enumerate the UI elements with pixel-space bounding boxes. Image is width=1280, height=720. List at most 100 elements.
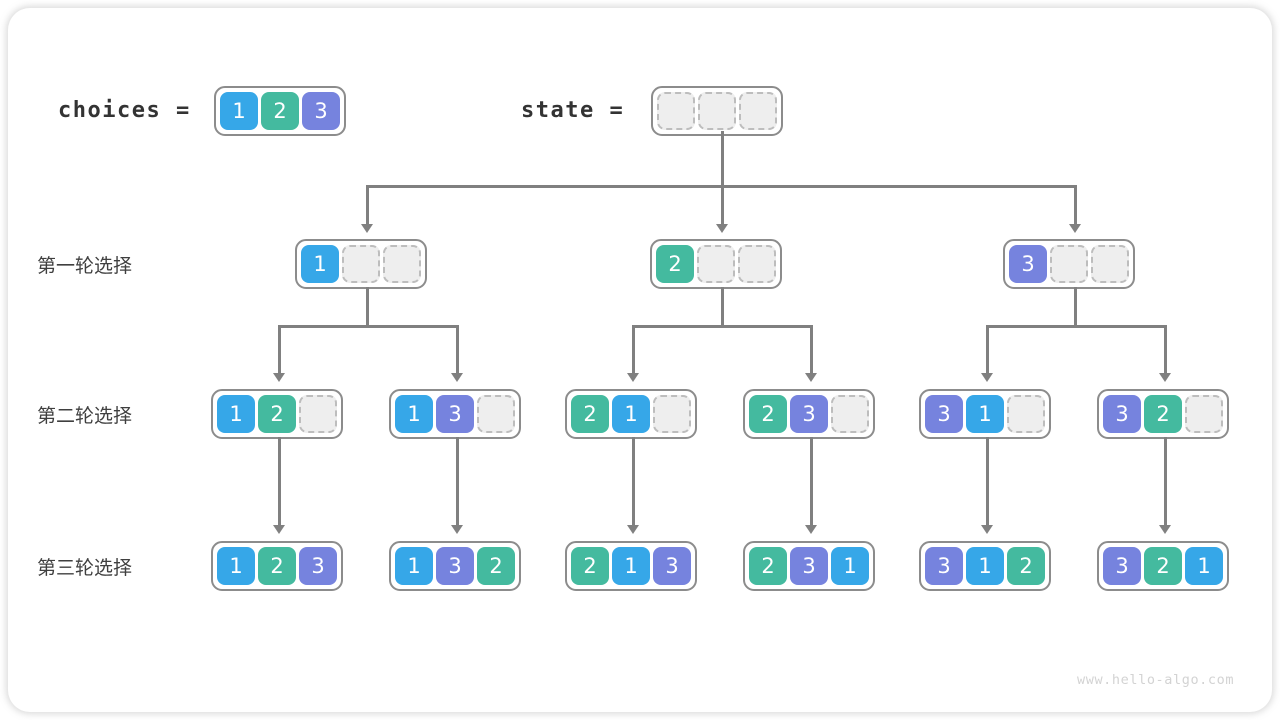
arrow-root-drop-2	[716, 224, 728, 233]
array-cell-filled: 1	[217, 547, 255, 585]
choices-label: choices =	[58, 98, 191, 123]
array-cell-filled: 1	[1185, 547, 1223, 585]
edge-r2-drop-5	[1164, 437, 1167, 527]
edge-r1b-bus	[632, 325, 813, 328]
edge-r1c-drop-2	[1164, 325, 1167, 375]
array-cell-filled: 2	[1144, 395, 1182, 433]
round1-array-0: 1	[295, 239, 427, 289]
edge-r1b-trunk	[721, 287, 724, 327]
array-cell-filled: 1	[395, 395, 433, 433]
array-cell-filled: 2	[656, 245, 694, 283]
arrow-r2-drop-3	[805, 525, 817, 534]
array-cell-filled: 3	[299, 547, 337, 585]
array-cell-empty	[342, 245, 380, 283]
array-cell-filled: 2	[571, 547, 609, 585]
arrow-root-drop-3	[1069, 224, 1081, 233]
stage-label-round3: 第三轮选择	[37, 557, 133, 579]
edge-root-drop-1	[366, 185, 369, 226]
array-cell-empty	[657, 92, 695, 130]
array-cell-filled: 3	[925, 395, 963, 433]
arrow-r2-drop-2	[627, 525, 639, 534]
array-cell-filled: 1	[966, 395, 1004, 433]
array-cell-filled: 3	[1009, 245, 1047, 283]
array-cell-filled: 1	[217, 395, 255, 433]
arrow-r2-drop-4	[981, 525, 993, 534]
array-cell-filled: 1	[301, 245, 339, 283]
array-cell-filled: 2	[258, 395, 296, 433]
array-cell-empty	[383, 245, 421, 283]
edge-r2-drop-2	[632, 437, 635, 527]
arrow-r1a-drop-1	[273, 373, 285, 382]
array-cell-filled: 3	[790, 547, 828, 585]
edge-root-trunk	[721, 131, 724, 187]
array-cell-empty	[653, 395, 691, 433]
edge-r2-drop-0	[278, 437, 281, 527]
array-cell-filled: 2	[261, 92, 299, 130]
edge-r1c-drop-1	[986, 325, 989, 375]
array-cell-empty	[1050, 245, 1088, 283]
edge-r1a-drop-1	[278, 325, 281, 375]
array-cell-filled: 3	[1103, 395, 1141, 433]
edge-r2-drop-4	[986, 437, 989, 527]
array-cell-filled: 1	[220, 92, 258, 130]
edge-r1b-drop-1	[632, 325, 635, 375]
stage-label-round1: 第一轮选择	[37, 255, 133, 277]
state-array	[651, 86, 783, 136]
edge-r1b-drop-2	[810, 325, 813, 375]
arrow-r2-drop-1	[451, 525, 463, 534]
arrow-r1a-drop-2	[451, 373, 463, 382]
array-cell-empty	[739, 92, 777, 130]
arrow-r2-drop-5	[1159, 525, 1171, 534]
array-cell-empty	[1007, 395, 1045, 433]
edge-r2-drop-3	[810, 437, 813, 527]
array-cell-empty	[477, 395, 515, 433]
card-frame	[8, 8, 1272, 712]
edge-r1c-trunk	[1074, 287, 1077, 327]
edge-root-drop-3	[1074, 185, 1077, 226]
array-cell-filled: 2	[1144, 547, 1182, 585]
array-cell-filled: 3	[790, 395, 828, 433]
array-cell-filled: 2	[1007, 547, 1045, 585]
array-cell-empty	[831, 395, 869, 433]
arrow-r1c-drop-1	[981, 373, 993, 382]
arrow-r2-drop-0	[273, 525, 285, 534]
edge-r1c-bus	[986, 325, 1167, 328]
array-cell-filled: 3	[302, 92, 340, 130]
array-cell-filled: 1	[966, 547, 1004, 585]
array-cell-filled: 2	[258, 547, 296, 585]
array-cell-empty	[299, 395, 337, 433]
array-cell-empty	[1091, 245, 1129, 283]
array-cell-empty	[697, 245, 735, 283]
array-cell-filled: 3	[1103, 547, 1141, 585]
arrow-r1b-drop-1	[627, 373, 639, 382]
edge-r1a-drop-2	[456, 325, 459, 375]
array-cell-filled: 1	[612, 395, 650, 433]
array-cell-filled: 2	[571, 395, 609, 433]
array-cell-empty	[738, 245, 776, 283]
array-cell-empty	[1185, 395, 1223, 433]
array-cell-filled: 1	[395, 547, 433, 585]
edge-r1a-trunk	[366, 287, 369, 327]
arrow-r1b-drop-2	[805, 373, 817, 382]
array-cell-filled: 3	[436, 395, 474, 433]
array-cell-empty	[698, 92, 736, 130]
array-cell-filled: 1	[612, 547, 650, 585]
round1-array-1: 2	[650, 239, 782, 289]
stage-label-round2: 第二轮选择	[37, 405, 133, 427]
array-cell-filled: 3	[436, 547, 474, 585]
arrow-r1c-drop-2	[1159, 373, 1171, 382]
watermark: www.hello-algo.com	[1077, 672, 1235, 688]
array-cell-filled: 1	[831, 547, 869, 585]
array-cell-filled: 2	[749, 547, 787, 585]
